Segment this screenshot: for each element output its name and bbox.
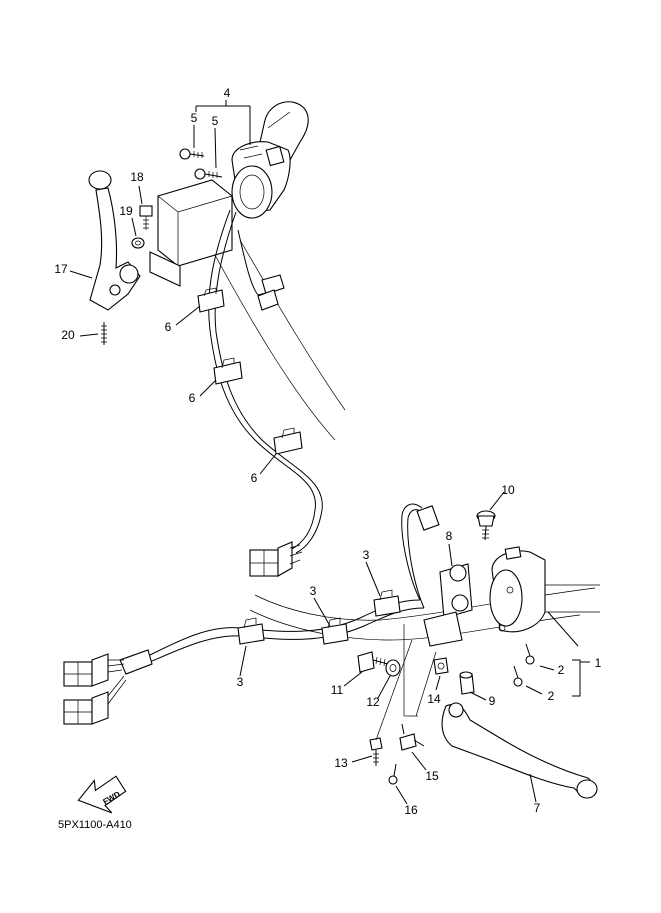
callout-15: 15 bbox=[425, 769, 439, 783]
washer-12 bbox=[385, 659, 401, 677]
callout-19: 19 bbox=[119, 204, 133, 218]
brake-lever bbox=[441, 702, 598, 799]
callout-20: 20 bbox=[61, 328, 75, 342]
right-handlebar-switch bbox=[489, 546, 546, 633]
callout-9: 9 bbox=[489, 694, 496, 708]
right-harness-coupler-lower bbox=[63, 675, 127, 725]
callout-14: 14 bbox=[427, 692, 441, 706]
small-connector bbox=[416, 505, 440, 531]
fwd-arrow-icon: FWD bbox=[77, 775, 127, 814]
callout-7: 7 bbox=[534, 801, 541, 815]
callout-10: 10 bbox=[501, 483, 515, 497]
callout-16: 16 bbox=[404, 803, 418, 817]
callout-12: 12 bbox=[366, 695, 380, 709]
screw-5-lower bbox=[194, 168, 223, 180]
bolt-10 bbox=[476, 510, 496, 541]
control-unit-box bbox=[149, 179, 233, 287]
callout-1: 1 bbox=[595, 656, 602, 670]
nut-14 bbox=[433, 657, 449, 675]
wire-band-3-right bbox=[373, 589, 401, 617]
screw-2-upper bbox=[525, 643, 535, 665]
alignment-lines bbox=[375, 624, 437, 741]
callout-11: 11 bbox=[331, 683, 344, 697]
callout-6-mid: 6 bbox=[189, 391, 196, 405]
callout-3-left: 3 bbox=[237, 675, 244, 689]
screw-16 bbox=[388, 763, 398, 785]
callout-17: 17 bbox=[54, 262, 68, 276]
bolt-13 bbox=[369, 737, 383, 766]
screw-20 bbox=[101, 322, 107, 345]
callout-5-left: 5 bbox=[191, 111, 198, 125]
screw-5-upper bbox=[179, 148, 205, 160]
drawing-code: 5PX1100-A410 bbox=[58, 819, 132, 831]
callout-labels: 1 2 2 3 3 3 4 5 5 6 6 6 7 8 9 10 11 12 1… bbox=[54, 86, 601, 817]
left-wire-harness bbox=[208, 209, 323, 554]
left-handlebar-switch bbox=[231, 141, 291, 219]
collar-9 bbox=[459, 671, 475, 695]
lever-holder bbox=[423, 563, 473, 647]
wire-band-3-left bbox=[237, 617, 265, 645]
callout-3-right: 3 bbox=[363, 548, 370, 562]
callout-6-top: 6 bbox=[165, 320, 172, 334]
bolt-18 bbox=[139, 205, 153, 230]
wire-band-6-mid bbox=[213, 357, 243, 385]
callout-3-mid: 3 bbox=[310, 584, 317, 598]
callout-4: 4 bbox=[224, 86, 231, 100]
clutch-lever bbox=[88, 170, 141, 311]
wire-band-6-low bbox=[273, 427, 303, 455]
callout-2-lower: 2 bbox=[548, 689, 555, 703]
callout-18: 18 bbox=[130, 170, 144, 184]
right-harness-coupler-upper bbox=[63, 653, 125, 687]
nut-19 bbox=[131, 237, 145, 249]
callout-13: 13 bbox=[334, 756, 348, 770]
leader-lines bbox=[69, 100, 590, 805]
left-harness-coupler bbox=[249, 541, 303, 577]
callout-6-low: 6 bbox=[251, 471, 258, 485]
callout-5-right: 5 bbox=[212, 114, 219, 128]
bolt-11 bbox=[357, 651, 389, 673]
wire-band-3-mid bbox=[321, 617, 349, 645]
right-wire-harness bbox=[119, 503, 425, 675]
callout-2-upper: 2 bbox=[558, 663, 565, 677]
screw-2-lower bbox=[513, 665, 523, 687]
callout-8: 8 bbox=[446, 529, 453, 543]
switch-15 bbox=[399, 723, 425, 751]
wire-band-6-top bbox=[197, 287, 225, 313]
